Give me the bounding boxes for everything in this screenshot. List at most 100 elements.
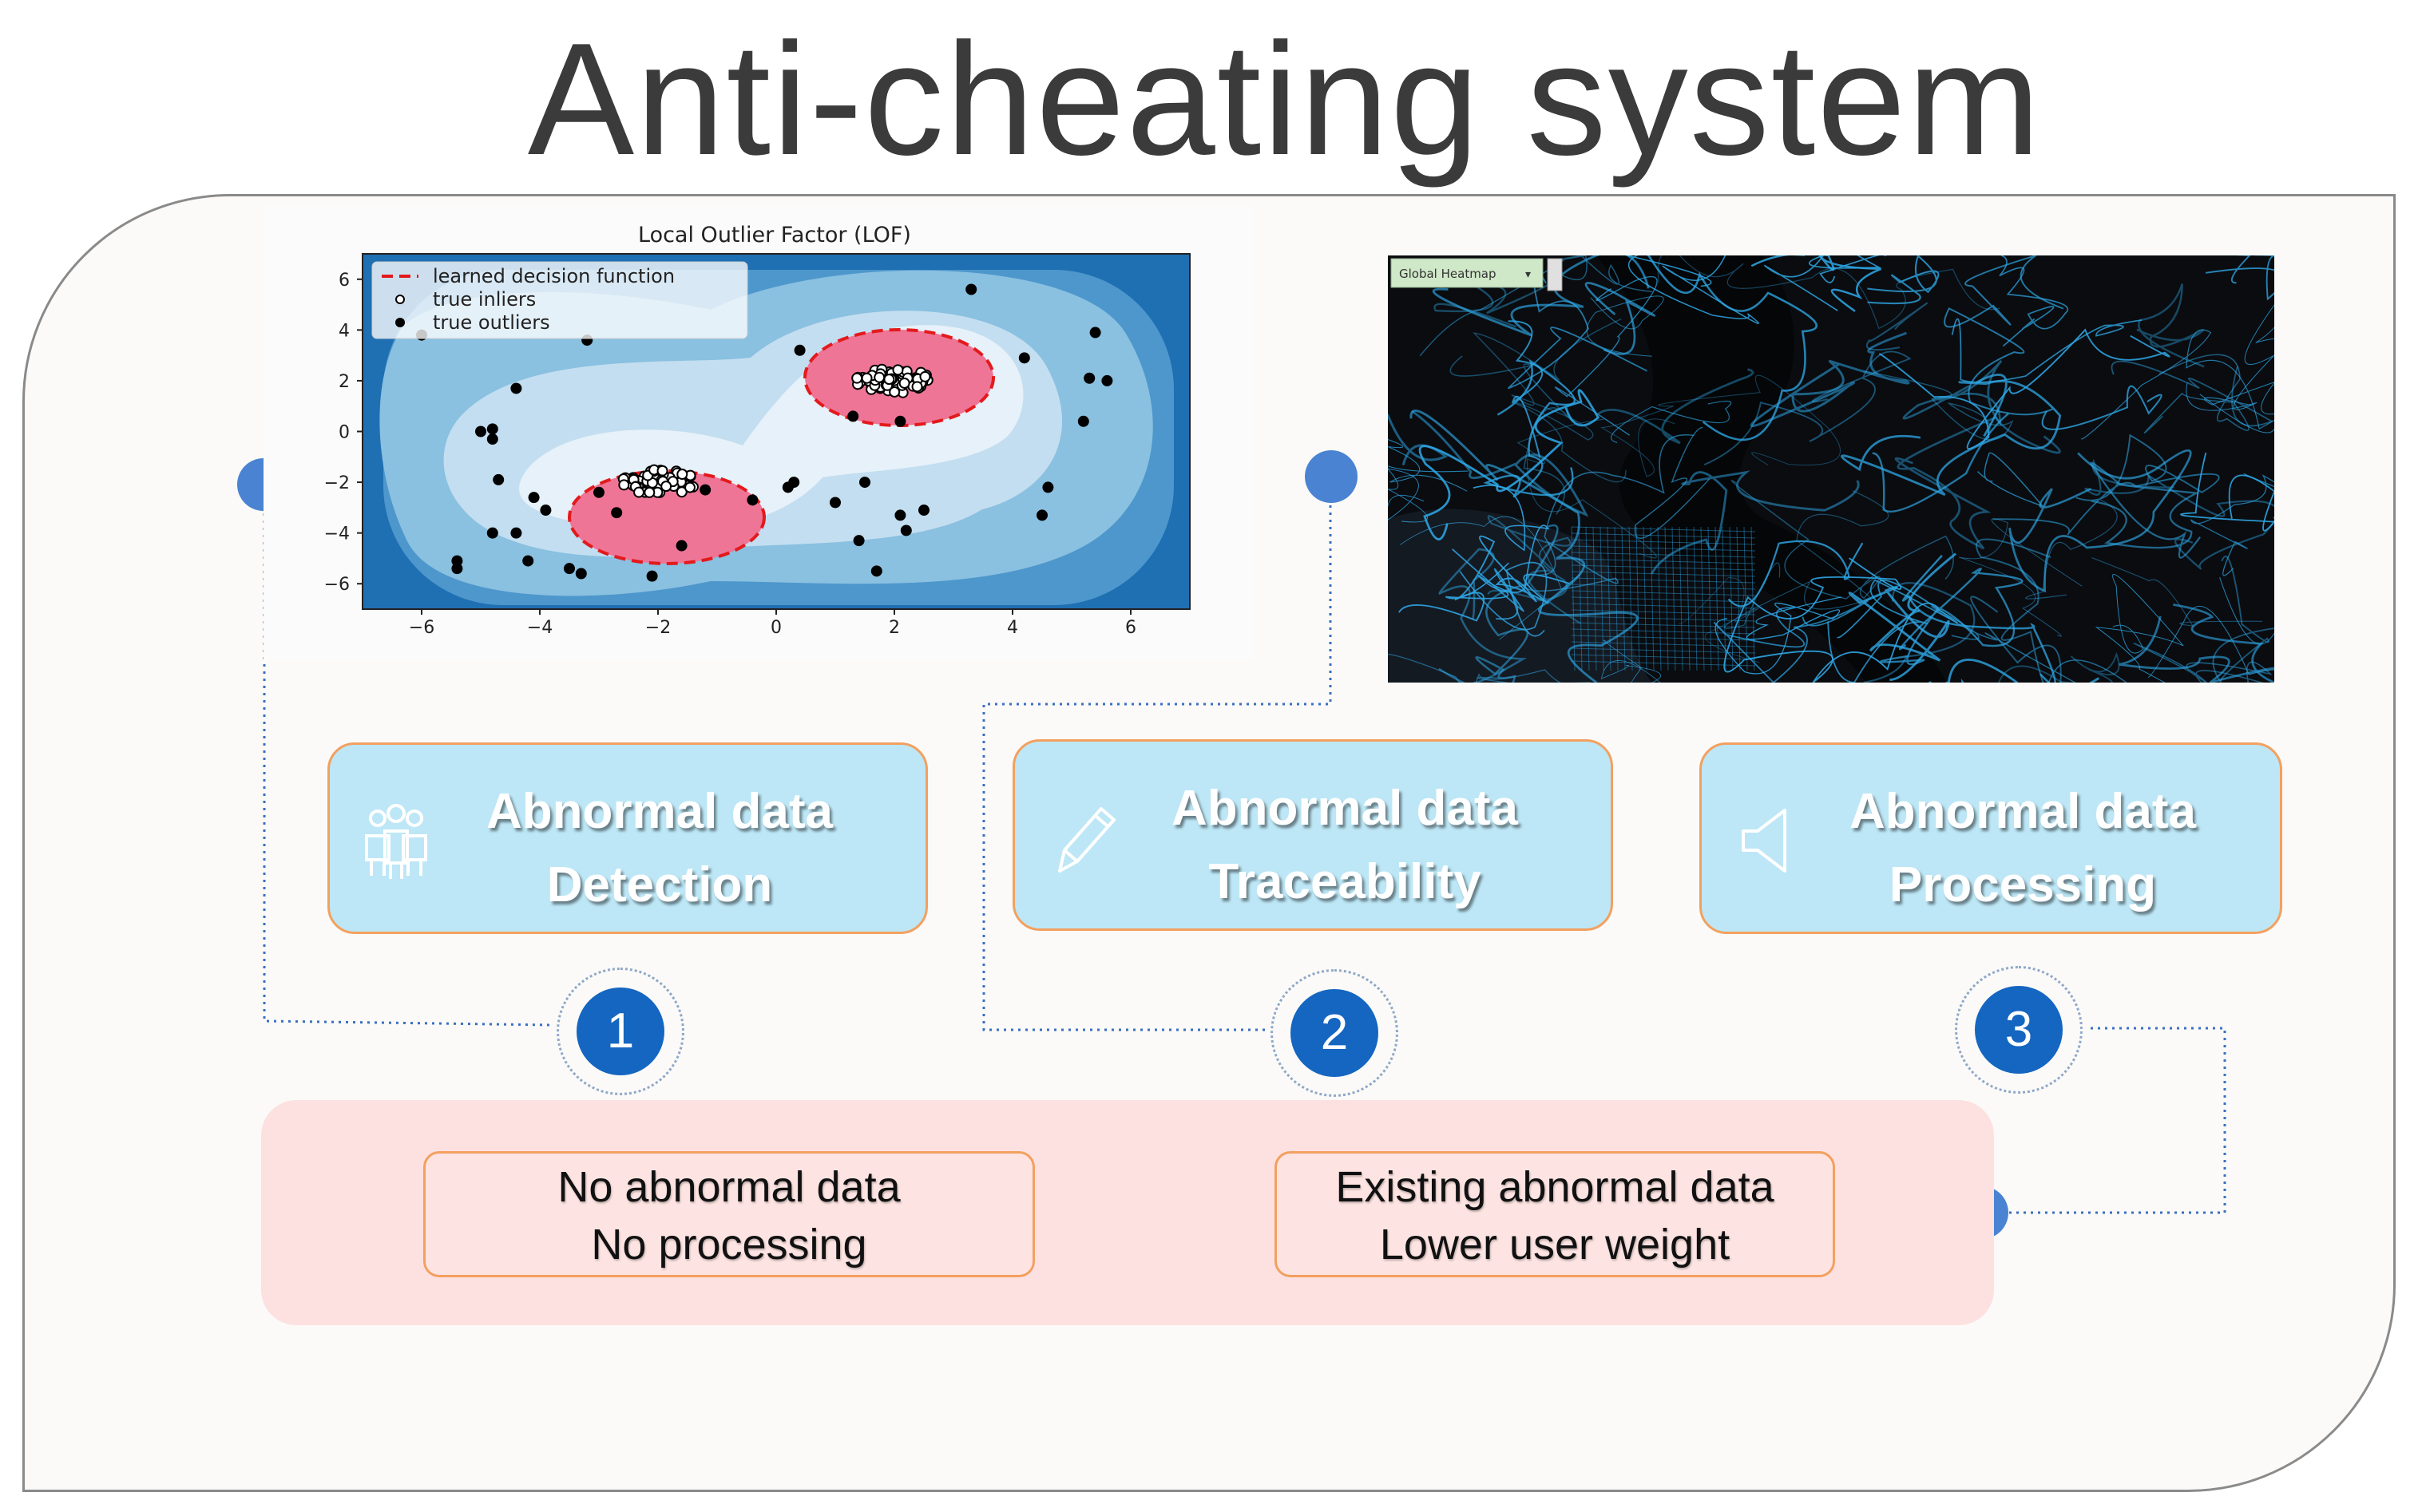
heatmap-route bbox=[1599, 374, 1841, 477]
inlier-point bbox=[889, 386, 901, 398]
heatmap-street bbox=[1693, 526, 1698, 671]
outcome-2-line1: Existing abnormal data bbox=[1335, 1163, 1774, 1211]
outcome-existing-abnormal: Existing abnormal data Lower user weight bbox=[1274, 1151, 1835, 1277]
heatmap-street bbox=[1571, 596, 1756, 603]
heatmap-street bbox=[1628, 526, 1633, 671]
heatmap-route bbox=[1714, 596, 1842, 675]
outlier-point bbox=[918, 505, 930, 517]
heatmap-route bbox=[1438, 548, 1528, 683]
step-badge-3: 3 bbox=[1955, 966, 2083, 1094]
heatmap-street bbox=[1729, 526, 1734, 671]
heatmap-route bbox=[2095, 573, 2184, 683]
outlier-point bbox=[1089, 327, 1101, 338]
outlier-point bbox=[611, 507, 623, 519]
heatmap-route bbox=[1507, 267, 1647, 390]
global-heatmap[interactable]: Global Heatmap ▾ bbox=[1388, 255, 2274, 683]
outlier-point bbox=[540, 505, 552, 517]
heatmap-street bbox=[1571, 526, 1576, 671]
heatmap-street bbox=[1650, 526, 1655, 671]
outlier-point bbox=[486, 433, 498, 445]
heatmap-street bbox=[1643, 526, 1647, 671]
heatmap-route bbox=[1388, 468, 1428, 523]
inlier-point bbox=[684, 481, 696, 493]
outlier-point bbox=[894, 509, 906, 521]
heatmap-route bbox=[1634, 426, 1710, 539]
y-tick-label: 2 bbox=[339, 372, 350, 392]
heatmap-route bbox=[1524, 433, 1695, 592]
heatmap-street bbox=[1671, 526, 1676, 671]
heatmap-dropdown[interactable] bbox=[1390, 258, 1544, 288]
heatmap-route bbox=[2090, 461, 2202, 559]
heatmap-route bbox=[1419, 255, 1653, 357]
heatmap-route bbox=[1508, 320, 1544, 458]
heatmap-zoom-control[interactable] bbox=[1547, 258, 1563, 291]
inlier-point bbox=[660, 481, 672, 493]
heatmap-route bbox=[1487, 515, 1581, 624]
connector-3 bbox=[2000, 1027, 2226, 1214]
outlier-point bbox=[900, 524, 912, 536]
y-tick-label: 6 bbox=[339, 271, 350, 291]
heatmap-street bbox=[1571, 532, 1756, 539]
heatmap-route bbox=[1584, 282, 1655, 355]
inlier-point bbox=[874, 371, 886, 383]
legend-true-outliers: true outliers bbox=[433, 311, 550, 334]
heatmap-route bbox=[1997, 651, 2120, 683]
heatmap-route bbox=[1958, 518, 2083, 637]
heatmap-route bbox=[1723, 557, 1939, 683]
heatmap-street bbox=[1592, 526, 1597, 671]
heatmap-route bbox=[1880, 568, 2024, 666]
lof-decision-region-1 bbox=[568, 469, 766, 565]
connector-dot-2 bbox=[1305, 450, 1358, 503]
outlier-point bbox=[859, 477, 870, 489]
heatmap-route bbox=[2143, 354, 2250, 433]
heatmap-route bbox=[1944, 255, 2064, 416]
x-tick-label: 4 bbox=[1007, 618, 1018, 638]
connector-2 bbox=[982, 477, 1332, 1031]
heatmap-route bbox=[1597, 368, 1754, 445]
heatmap-route bbox=[1473, 318, 1627, 483]
heatmap-route bbox=[2041, 385, 2162, 430]
outlier-point bbox=[1018, 352, 1030, 364]
heatmap-street bbox=[1599, 526, 1604, 671]
heatmap-street bbox=[1664, 526, 1669, 671]
heatmap-street bbox=[1571, 564, 1756, 571]
heatmap-route bbox=[1827, 579, 1959, 683]
outlier-point bbox=[646, 570, 658, 582]
heatmap-route bbox=[2147, 577, 2274, 683]
lof-plot-area bbox=[363, 254, 1190, 609]
heatmap-route bbox=[1713, 600, 1869, 683]
outlier-point bbox=[493, 473, 505, 485]
step-3-title: Abnormal data bbox=[1849, 784, 2197, 839]
heatmap-route bbox=[1611, 400, 1732, 444]
heatmap-street bbox=[1571, 558, 1756, 564]
heatmap-route bbox=[1626, 255, 1805, 324]
heatmap-route bbox=[2186, 304, 2274, 433]
heatmap-route bbox=[1459, 561, 1548, 637]
heatmap-street bbox=[1571, 628, 1756, 635]
outlier-point bbox=[510, 382, 522, 394]
heatmap-route bbox=[1730, 480, 1954, 600]
land-mass-south bbox=[1388, 509, 1651, 683]
heatmap-routes bbox=[1388, 255, 2274, 683]
heatmap-route bbox=[1703, 350, 1912, 465]
heatmap-street bbox=[1571, 622, 1756, 628]
heatmap-street bbox=[1571, 641, 1756, 647]
y-tick-label: −2 bbox=[324, 473, 350, 493]
heatmap-street bbox=[1657, 526, 1662, 671]
speaker-icon bbox=[1742, 809, 1786, 873]
heatmap-street bbox=[1571, 609, 1756, 615]
heatmap-route bbox=[1999, 255, 2069, 347]
outlier-point bbox=[676, 540, 688, 552]
outlier-point bbox=[564, 563, 575, 575]
y-tick-label: 4 bbox=[339, 321, 350, 341]
heatmap-street bbox=[1571, 577, 1756, 584]
heatmap-route bbox=[1848, 552, 1957, 682]
outlier-point bbox=[1037, 509, 1048, 521]
heatmap-street bbox=[1707, 526, 1712, 671]
outlier-point bbox=[522, 555, 534, 567]
outlier-point bbox=[965, 283, 977, 295]
outlier-point bbox=[894, 415, 906, 427]
step-1-title: Abnormal data bbox=[486, 784, 834, 839]
inlier-point bbox=[883, 374, 895, 386]
